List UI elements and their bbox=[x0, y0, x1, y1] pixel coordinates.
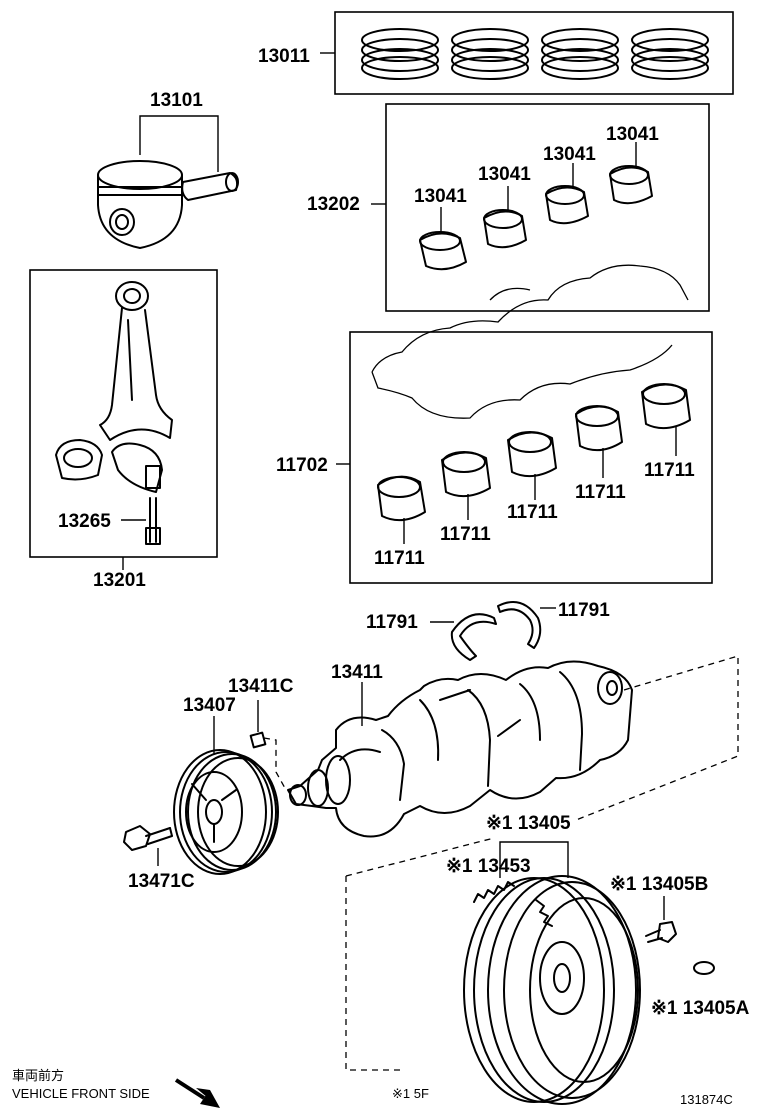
label-13405: ※1 13405 bbox=[486, 813, 571, 834]
label-13041-a: 13041 bbox=[414, 186, 467, 207]
crankshaft-phantom-outline bbox=[371, 264, 689, 419]
diagram-id: 131874C bbox=[680, 1092, 733, 1107]
label-13411c: 13411C bbox=[228, 676, 294, 697]
flywheel-dowel-pin[interactable] bbox=[693, 961, 715, 975]
label-13453: ※1 13453 bbox=[446, 856, 531, 877]
pulley-bolt[interactable] bbox=[123, 825, 173, 866]
connecting-rod-assembly[interactable] bbox=[29, 269, 218, 570]
label-13202: 13202 bbox=[307, 194, 360, 215]
label-13201: 13201 bbox=[93, 570, 146, 591]
label-13411: 13411 bbox=[331, 662, 383, 683]
footnote-label: ※1 5F bbox=[392, 1086, 429, 1101]
label-11711-a: 11711 bbox=[374, 548, 425, 569]
label-11711-c: 11711 bbox=[507, 502, 558, 523]
vehicle-front-label-jp: 車両前方 bbox=[12, 1068, 64, 1083]
label-11702: 11702 bbox=[276, 455, 328, 476]
label-13405b: ※1 13405B bbox=[610, 874, 708, 895]
connecting-rod-bearing-set[interactable] bbox=[371, 103, 710, 312]
label-13407: 13407 bbox=[183, 695, 236, 716]
piston-ring-set[interactable] bbox=[320, 11, 734, 95]
label-11711-e: 11711 bbox=[644, 460, 695, 481]
crankshaft-pulley[interactable] bbox=[173, 716, 279, 875]
label-11711-b: 11711 bbox=[440, 524, 491, 545]
arrow-down-right-icon bbox=[174, 1078, 220, 1108]
label-11711-d: 11711 bbox=[575, 482, 626, 503]
label-13041-b: 13041 bbox=[478, 164, 531, 185]
flywheel-bolt[interactable] bbox=[645, 896, 677, 943]
label-13041-c: 13041 bbox=[543, 144, 596, 165]
crankshaft-bearing-set[interactable] bbox=[336, 331, 713, 584]
label-13041-d: 13041 bbox=[606, 124, 659, 145]
thrust-washers[interactable] bbox=[430, 601, 556, 661]
label-13011: 13011 bbox=[258, 46, 310, 67]
label-11791-left: 11791 bbox=[366, 612, 418, 633]
piston-with-pin[interactable] bbox=[97, 115, 239, 249]
label-13471c: 13471C bbox=[128, 871, 195, 892]
vehicle-front-label-en: VEHICLE FRONT SIDE bbox=[12, 1086, 150, 1101]
crankshaft[interactable] bbox=[287, 660, 633, 838]
label-11791-right: 11791 bbox=[558, 600, 610, 621]
crankshaft-key[interactable] bbox=[249, 731, 287, 791]
label-13405a: ※1 13405A bbox=[651, 998, 750, 1019]
label-13265: 13265 bbox=[58, 511, 111, 532]
label-13101: 13101 bbox=[150, 90, 203, 111]
flywheel-reference-outline bbox=[345, 655, 739, 1071]
flywheel-assembly[interactable] bbox=[463, 841, 641, 1105]
